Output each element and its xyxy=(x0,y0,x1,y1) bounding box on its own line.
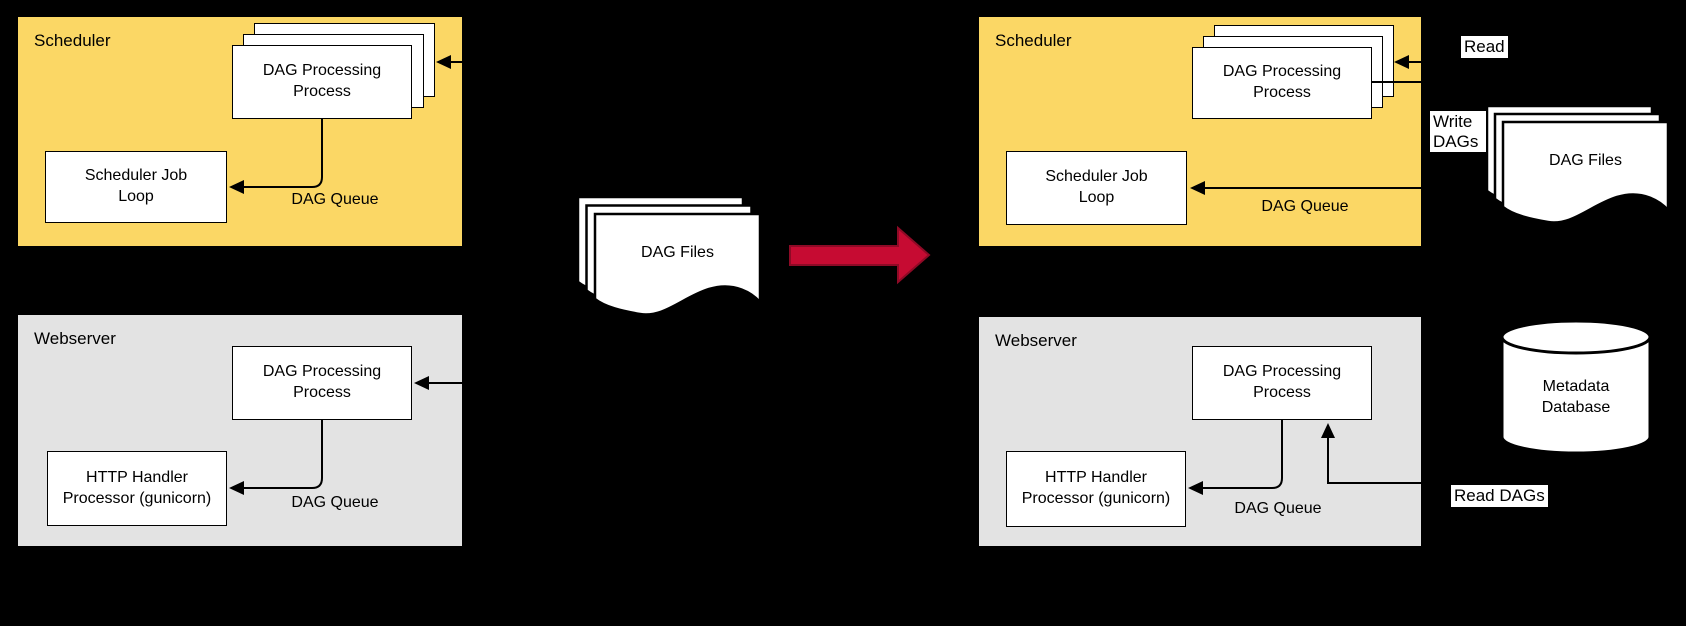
right-scheduler-job-loop-label: Scheduler Job Loop xyxy=(1045,168,1148,206)
transition-arrow xyxy=(789,225,931,285)
right-scheduler-dag-queue-label: DAG Queue xyxy=(1261,198,1349,215)
left-scheduler-job-loop-label: Scheduler Job Loop xyxy=(84,167,188,205)
right-scheduler-dag-processing-label: DAG Processing Process xyxy=(1222,63,1342,101)
read-dags-label: Read DAGs xyxy=(1451,485,1548,507)
middle-dag-files-label: DAG Files xyxy=(641,243,714,261)
read-label: Read xyxy=(1461,36,1508,58)
left-webserver-dag-processing-node: DAG Processing Process xyxy=(232,346,412,420)
left-scheduler-dag-processing-node: DAG Processing Process xyxy=(232,45,412,119)
right-scheduler-job-loop-node: Scheduler Job Loop xyxy=(1006,151,1187,225)
right-webserver-dag-queue-label: DAG Queue xyxy=(1234,500,1322,517)
right-webserver-title: Webserver xyxy=(995,331,1077,350)
left-webserver-http-handler-label: HTTP Handler Processor (gunicorn) xyxy=(62,468,212,507)
metadata-database-label: Metadata Database xyxy=(1541,378,1611,416)
right-dag-files-label: DAG Files xyxy=(1549,151,1622,169)
right-webserver-http-handler-label: HTTP Handler Processor (gunicorn) xyxy=(1021,469,1171,507)
right-webserver-http-handler-node: HTTP Handler Processor (gunicorn) xyxy=(1006,451,1186,527)
left-webserver-http-handler-node: HTTP Handler Processor (gunicorn) xyxy=(47,451,227,526)
left-scheduler-dag-queue-label: DAG Queue xyxy=(291,191,379,208)
left-webserver-title: Webserver xyxy=(34,329,116,348)
left-webserver-dag-processing-label: DAG Processing Process xyxy=(262,363,382,401)
left-scheduler-job-loop-node: Scheduler Job Loop xyxy=(45,151,227,223)
left-webserver-dag-queue-label: DAG Queue xyxy=(291,494,379,511)
right-scheduler-dag-processing-node: DAG Processing Process xyxy=(1192,47,1372,119)
right-webserver-dag-processing-node: DAG Processing Process xyxy=(1192,346,1372,420)
left-scheduler-title: Scheduler xyxy=(34,31,111,50)
right-webserver-dag-processing-label: DAG Processing Process xyxy=(1222,363,1342,401)
right-scheduler-title: Scheduler xyxy=(995,31,1072,50)
left-scheduler-dag-processing-label: DAG Processing Process xyxy=(262,62,382,100)
write-dags-label: Write DAGs xyxy=(1430,111,1486,153)
